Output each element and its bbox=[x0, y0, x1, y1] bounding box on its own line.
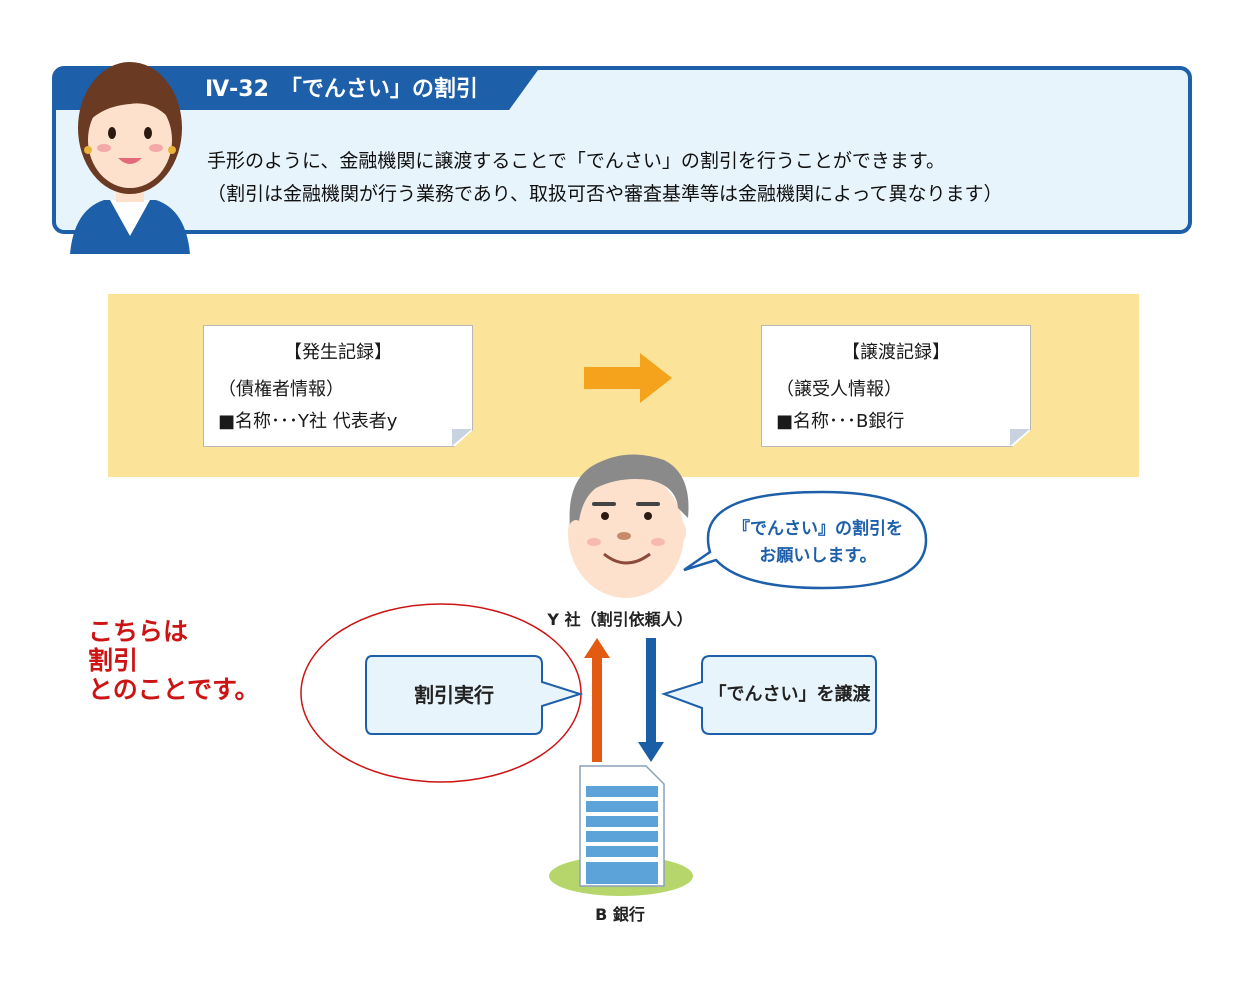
speech-line-1: 『でんさい』の割引を bbox=[733, 519, 903, 539]
up-arrow-icon bbox=[584, 638, 610, 762]
down-arrow-icon bbox=[638, 638, 664, 762]
issuance-record-line-2: ■名称･･･Y社 代表者y bbox=[218, 411, 398, 432]
header-description: 手形のように、金融機関に譲渡することで「でんさい」の割引を行うことができます。 … bbox=[207, 145, 1187, 211]
annotation-line-2: 割引 bbox=[88, 646, 139, 675]
transfer-record-line-2: ■名称･･･B銀行 bbox=[776, 411, 905, 432]
right-arrow-icon bbox=[584, 353, 672, 403]
speech-line-2: お願いします。 bbox=[759, 546, 877, 566]
annotation-line-1: こちらは bbox=[88, 617, 189, 646]
annotation-line-3: とのことです。 bbox=[88, 675, 260, 704]
discount-exec-label: 割引実行 bbox=[414, 683, 494, 707]
bank-label: B 銀行 bbox=[595, 905, 645, 924]
transfer-callout bbox=[660, 655, 877, 735]
company-label: Y 社（割引依頼人） bbox=[547, 610, 693, 629]
issuance-record-card: 【発生記録】 （債権者情報） ■名称･･･Y社 代表者y bbox=[203, 325, 473, 447]
header-line-1: 手形のように、金融機関に譲渡することで「でんさい」の割引を行うことができます。 bbox=[207, 150, 945, 172]
woman-avatar-icon bbox=[70, 62, 190, 254]
transfer-label: 「でんさい」を譲渡 bbox=[708, 684, 871, 705]
bank-building-icon bbox=[549, 765, 693, 896]
speech-bubble bbox=[683, 490, 928, 590]
issuance-record-line-1: （債権者情報） bbox=[218, 379, 344, 400]
speech-text: 『でんさい』の割引を お願いします。 bbox=[718, 516, 918, 570]
header-line-2: （割引は金融機関が行う業務であり、取扱可否や審査基準等は金融機関によって異なりま… bbox=[207, 183, 1003, 205]
man-avatar-icon bbox=[568, 454, 689, 598]
transfer-record-line-1: （譲受人情報） bbox=[776, 379, 902, 400]
issuance-record-title: 【発生記録】 bbox=[284, 342, 392, 363]
annotation-note: こちらは 割引 とのことです。 bbox=[88, 617, 260, 704]
annotation-ellipse bbox=[300, 603, 582, 783]
header-title: Ⅳ-32 「でんさい」の割引 bbox=[205, 77, 478, 102]
transfer-record-title: 【譲渡記録】 bbox=[842, 342, 950, 363]
discount-exec-callout bbox=[365, 655, 584, 735]
transfer-record-card: 【譲渡記録】 （譲受人情報） ■名称･･･B銀行 bbox=[761, 325, 1031, 447]
